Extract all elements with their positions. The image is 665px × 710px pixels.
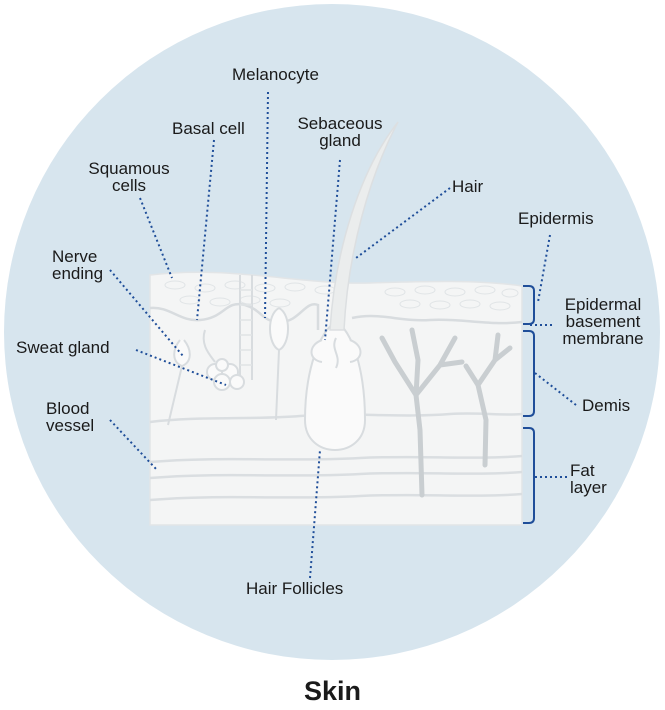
label-hair: Hair	[452, 178, 483, 195]
label-epidermal-basement-membrane: Epidermal basement membrane	[548, 296, 658, 347]
label-basal-cell: Basal cell	[172, 120, 245, 137]
label-fat-layer: Fat layer	[570, 462, 607, 496]
label-squamous-cells: Squamous cells	[74, 160, 184, 194]
label-sebaceous-gland: Sebaceous gland	[290, 115, 390, 149]
label-sweat-gland: Sweat gland	[16, 339, 110, 356]
diagram-title: Skin	[0, 676, 665, 707]
label-blood-vessel: Blood vessel	[46, 400, 94, 434]
label-nerve-ending: Nerve ending	[52, 248, 103, 282]
label-hair-follicles: Hair Follicles	[246, 580, 343, 597]
label-epidermis: Epidermis	[518, 210, 594, 227]
label-melanocyte: Melanocyte	[232, 66, 319, 83]
label-demis: Demis	[582, 397, 630, 414]
